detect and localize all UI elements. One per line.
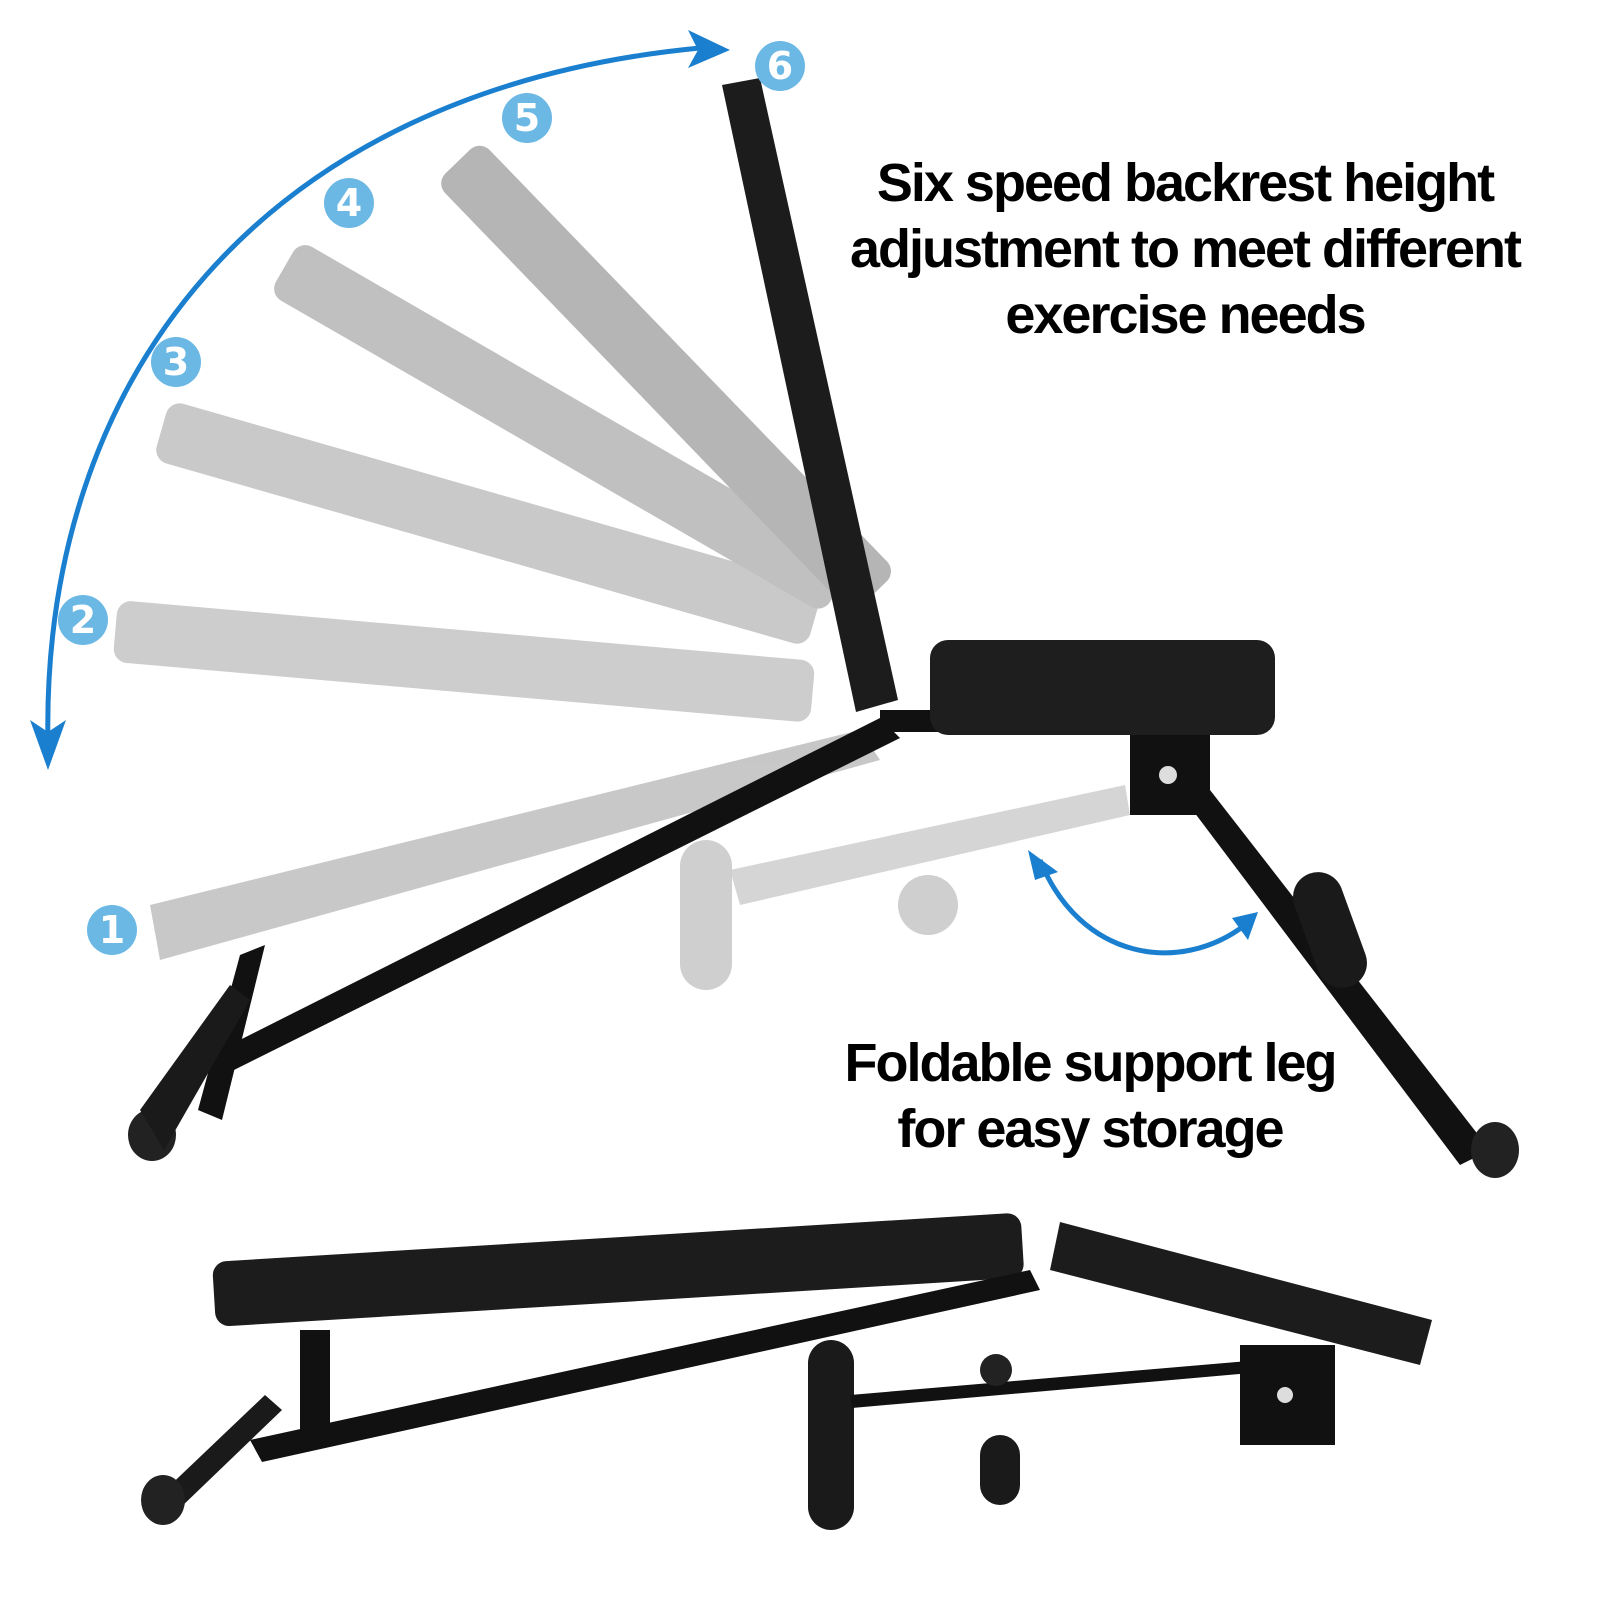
position-badge-5: 5 bbox=[502, 93, 552, 143]
leg-caption: Foldable support leg for easy storage bbox=[830, 1030, 1350, 1162]
caption-line: Six speed backrest height bbox=[876, 153, 1495, 213]
caption-line: exercise needs bbox=[1005, 285, 1366, 345]
ghost-backrest-positions bbox=[113, 145, 891, 960]
ghost-folded-leg bbox=[680, 785, 1130, 990]
backrest-range-arrow-icon bbox=[30, 30, 730, 770]
caption-line: Foldable support leg bbox=[844, 1033, 1337, 1093]
position-badge-4: 4 bbox=[324, 178, 374, 228]
seat-pad bbox=[930, 640, 1275, 735]
leg-fold-arrow-icon bbox=[1028, 850, 1258, 956]
backrest-upright bbox=[722, 78, 898, 712]
position-badge-3: 3 bbox=[151, 337, 201, 387]
position-badge-6: 6 bbox=[755, 41, 805, 91]
caption-line: adjustment to meet different bbox=[849, 219, 1522, 279]
position-badge-2: 2 bbox=[58, 595, 108, 645]
folded-bench bbox=[141, 1213, 1432, 1530]
caption-line: for easy storage bbox=[897, 1099, 1284, 1159]
position-badge-1: 1 bbox=[87, 905, 137, 955]
backrest-caption: Six speed backrest height adjustment to … bbox=[830, 150, 1540, 348]
